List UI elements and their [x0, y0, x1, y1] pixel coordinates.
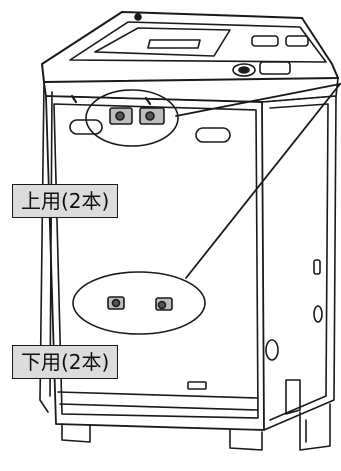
lower-screws-callout: [72, 271, 206, 335]
control-panel: [134, 13, 309, 77]
machine-right-side: [261, 95, 337, 451]
leader-lines: [175, 83, 341, 279]
upper-screws-callout: [85, 89, 179, 147]
lower-label: 下用(2本): [12, 345, 119, 379]
upper-label: 上用(2本): [12, 184, 119, 218]
leader-line-lower: [185, 83, 341, 279]
leader-line-upper: [175, 83, 341, 117]
upper-screw-left-head-icon: [115, 111, 125, 121]
upper-screw-right-head-icon: [145, 111, 155, 121]
lower-screw-left-head-icon: [111, 298, 121, 308]
lower-screw-right-head-icon: [157, 300, 167, 310]
machine-top-lid: [41, 11, 339, 103]
